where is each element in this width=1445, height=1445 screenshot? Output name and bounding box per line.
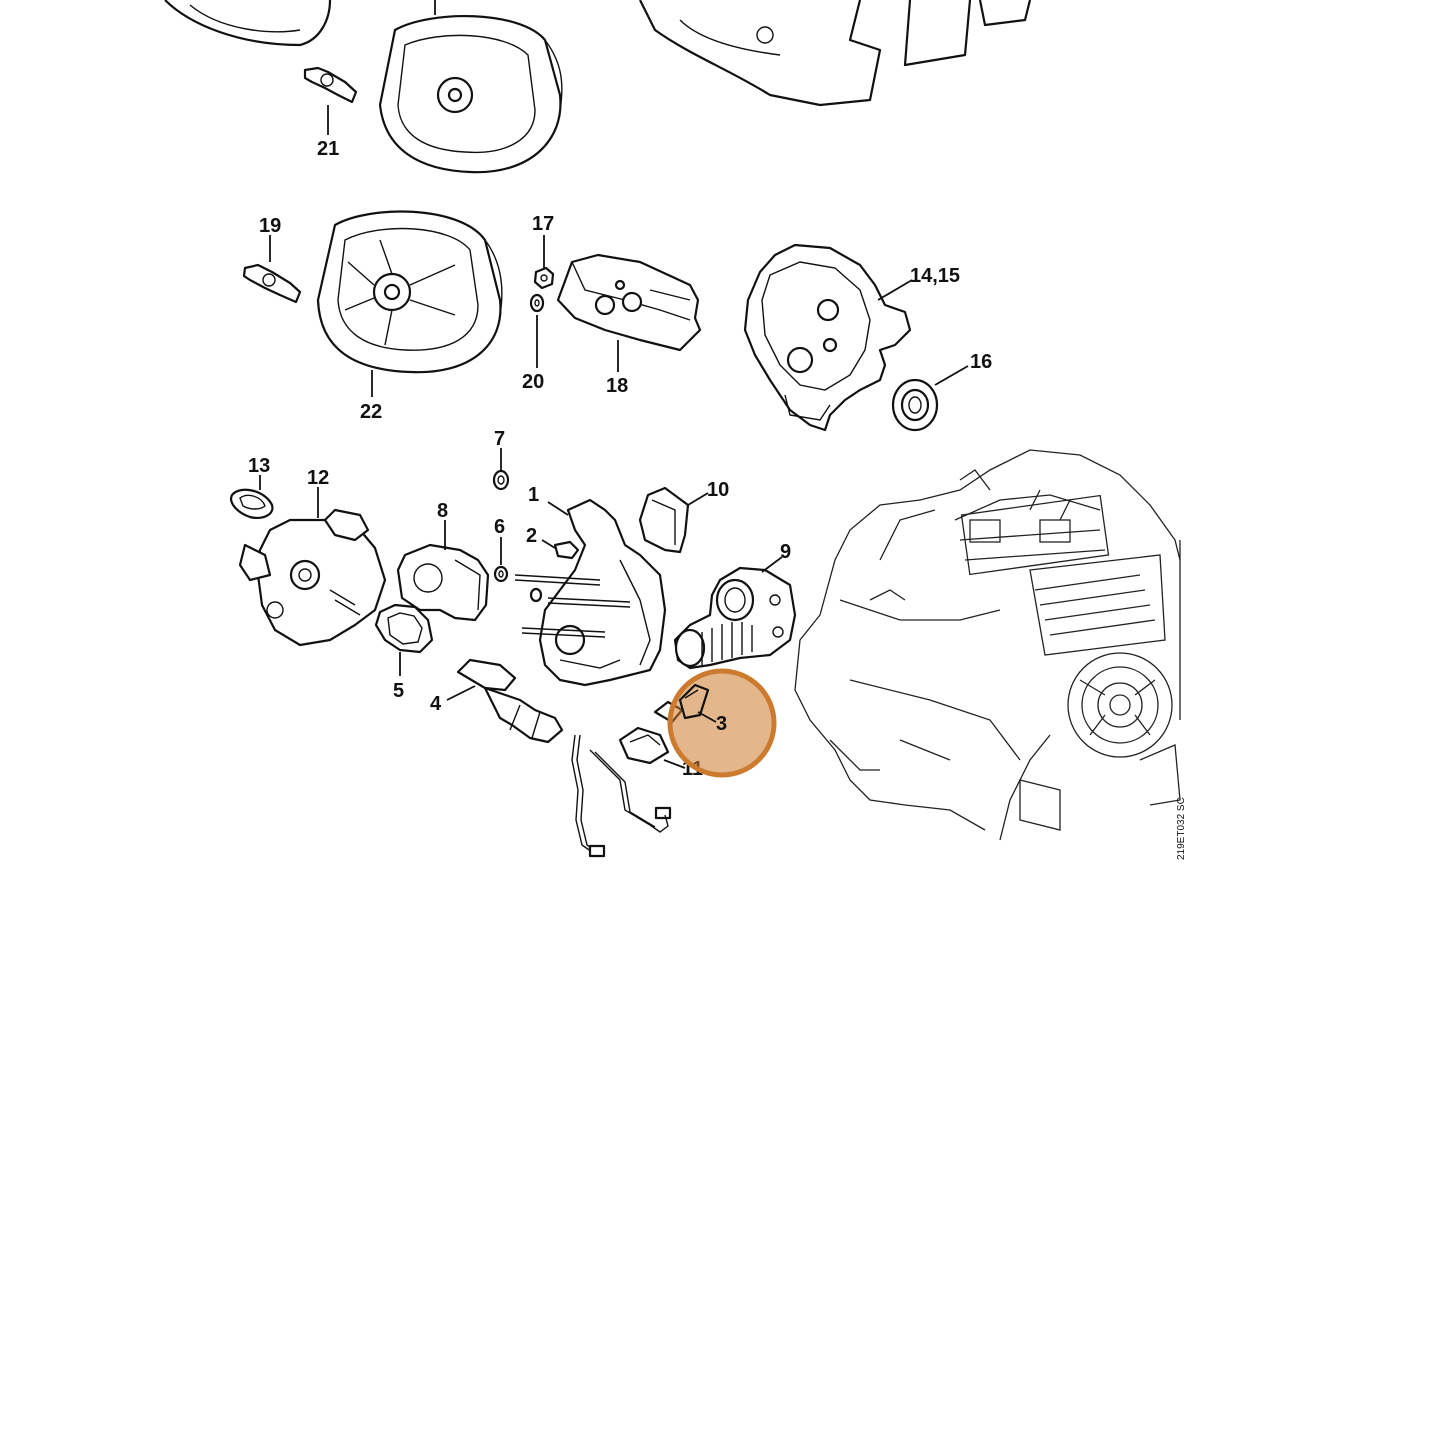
callout-19: 19 bbox=[259, 215, 281, 237]
callout-1: 1 bbox=[528, 484, 539, 506]
plate-10[interactable] bbox=[638, 486, 690, 554]
drawing-code: 219ET032 SC bbox=[1176, 797, 1187, 860]
cover-18[interactable] bbox=[556, 253, 702, 352]
wing-nut-21[interactable] bbox=[303, 66, 358, 104]
callout-8: 8 bbox=[437, 500, 448, 522]
washer-7[interactable] bbox=[492, 469, 510, 491]
callout-7: 7 bbox=[494, 428, 505, 450]
callout-20: 20 bbox=[522, 371, 544, 393]
callout-13: 13 bbox=[248, 455, 270, 477]
callout-16: 16 bbox=[970, 351, 992, 373]
callout-6: 6 bbox=[494, 516, 505, 538]
shroud-top-fragment bbox=[639, 0, 1032, 107]
gasket-13[interactable] bbox=[230, 488, 274, 519]
adapter-8[interactable] bbox=[396, 543, 490, 622]
nut-17[interactable] bbox=[533, 266, 555, 290]
air-filter-22[interactable] bbox=[316, 210, 503, 374]
wire-harness[interactable] bbox=[571, 734, 672, 858]
callout-12: 12 bbox=[307, 467, 329, 489]
callout-4: 4 bbox=[430, 693, 442, 715]
top-hood-fragment bbox=[164, 0, 332, 47]
callout-14-15: 14,15 bbox=[910, 265, 960, 287]
callout-10: 10 bbox=[707, 479, 729, 501]
manifold-1[interactable] bbox=[538, 498, 667, 687]
callout-5: 5 bbox=[393, 680, 404, 702]
intake-boot-9[interactable] bbox=[673, 566, 797, 670]
callout-17: 17 bbox=[532, 213, 554, 235]
highlight-circle[interactable] bbox=[667, 668, 777, 778]
studs[interactable] bbox=[514, 574, 631, 638]
washer-20[interactable] bbox=[529, 293, 545, 313]
housing-14-15[interactable] bbox=[743, 243, 912, 432]
callout-9: 9 bbox=[780, 541, 791, 563]
callout-22: 22 bbox=[360, 401, 382, 423]
engine-crankcase bbox=[794, 449, 1181, 841]
throttle-rod-4[interactable] bbox=[456, 658, 564, 744]
callout-3: 3 bbox=[716, 713, 727, 735]
callout-18: 18 bbox=[606, 375, 628, 397]
wing-nut-19[interactable] bbox=[242, 263, 302, 304]
carburetor-12[interactable] bbox=[238, 508, 387, 647]
clip-2[interactable] bbox=[553, 540, 580, 560]
gasket-5[interactable] bbox=[374, 603, 434, 654]
air-filter-top[interactable] bbox=[378, 0, 563, 174]
callout-21: 21 bbox=[317, 138, 339, 160]
washer-6[interactable] bbox=[493, 565, 509, 583]
callout-2: 2 bbox=[526, 525, 537, 547]
seal-16[interactable] bbox=[891, 378, 939, 432]
part-3[interactable] bbox=[678, 683, 710, 720]
